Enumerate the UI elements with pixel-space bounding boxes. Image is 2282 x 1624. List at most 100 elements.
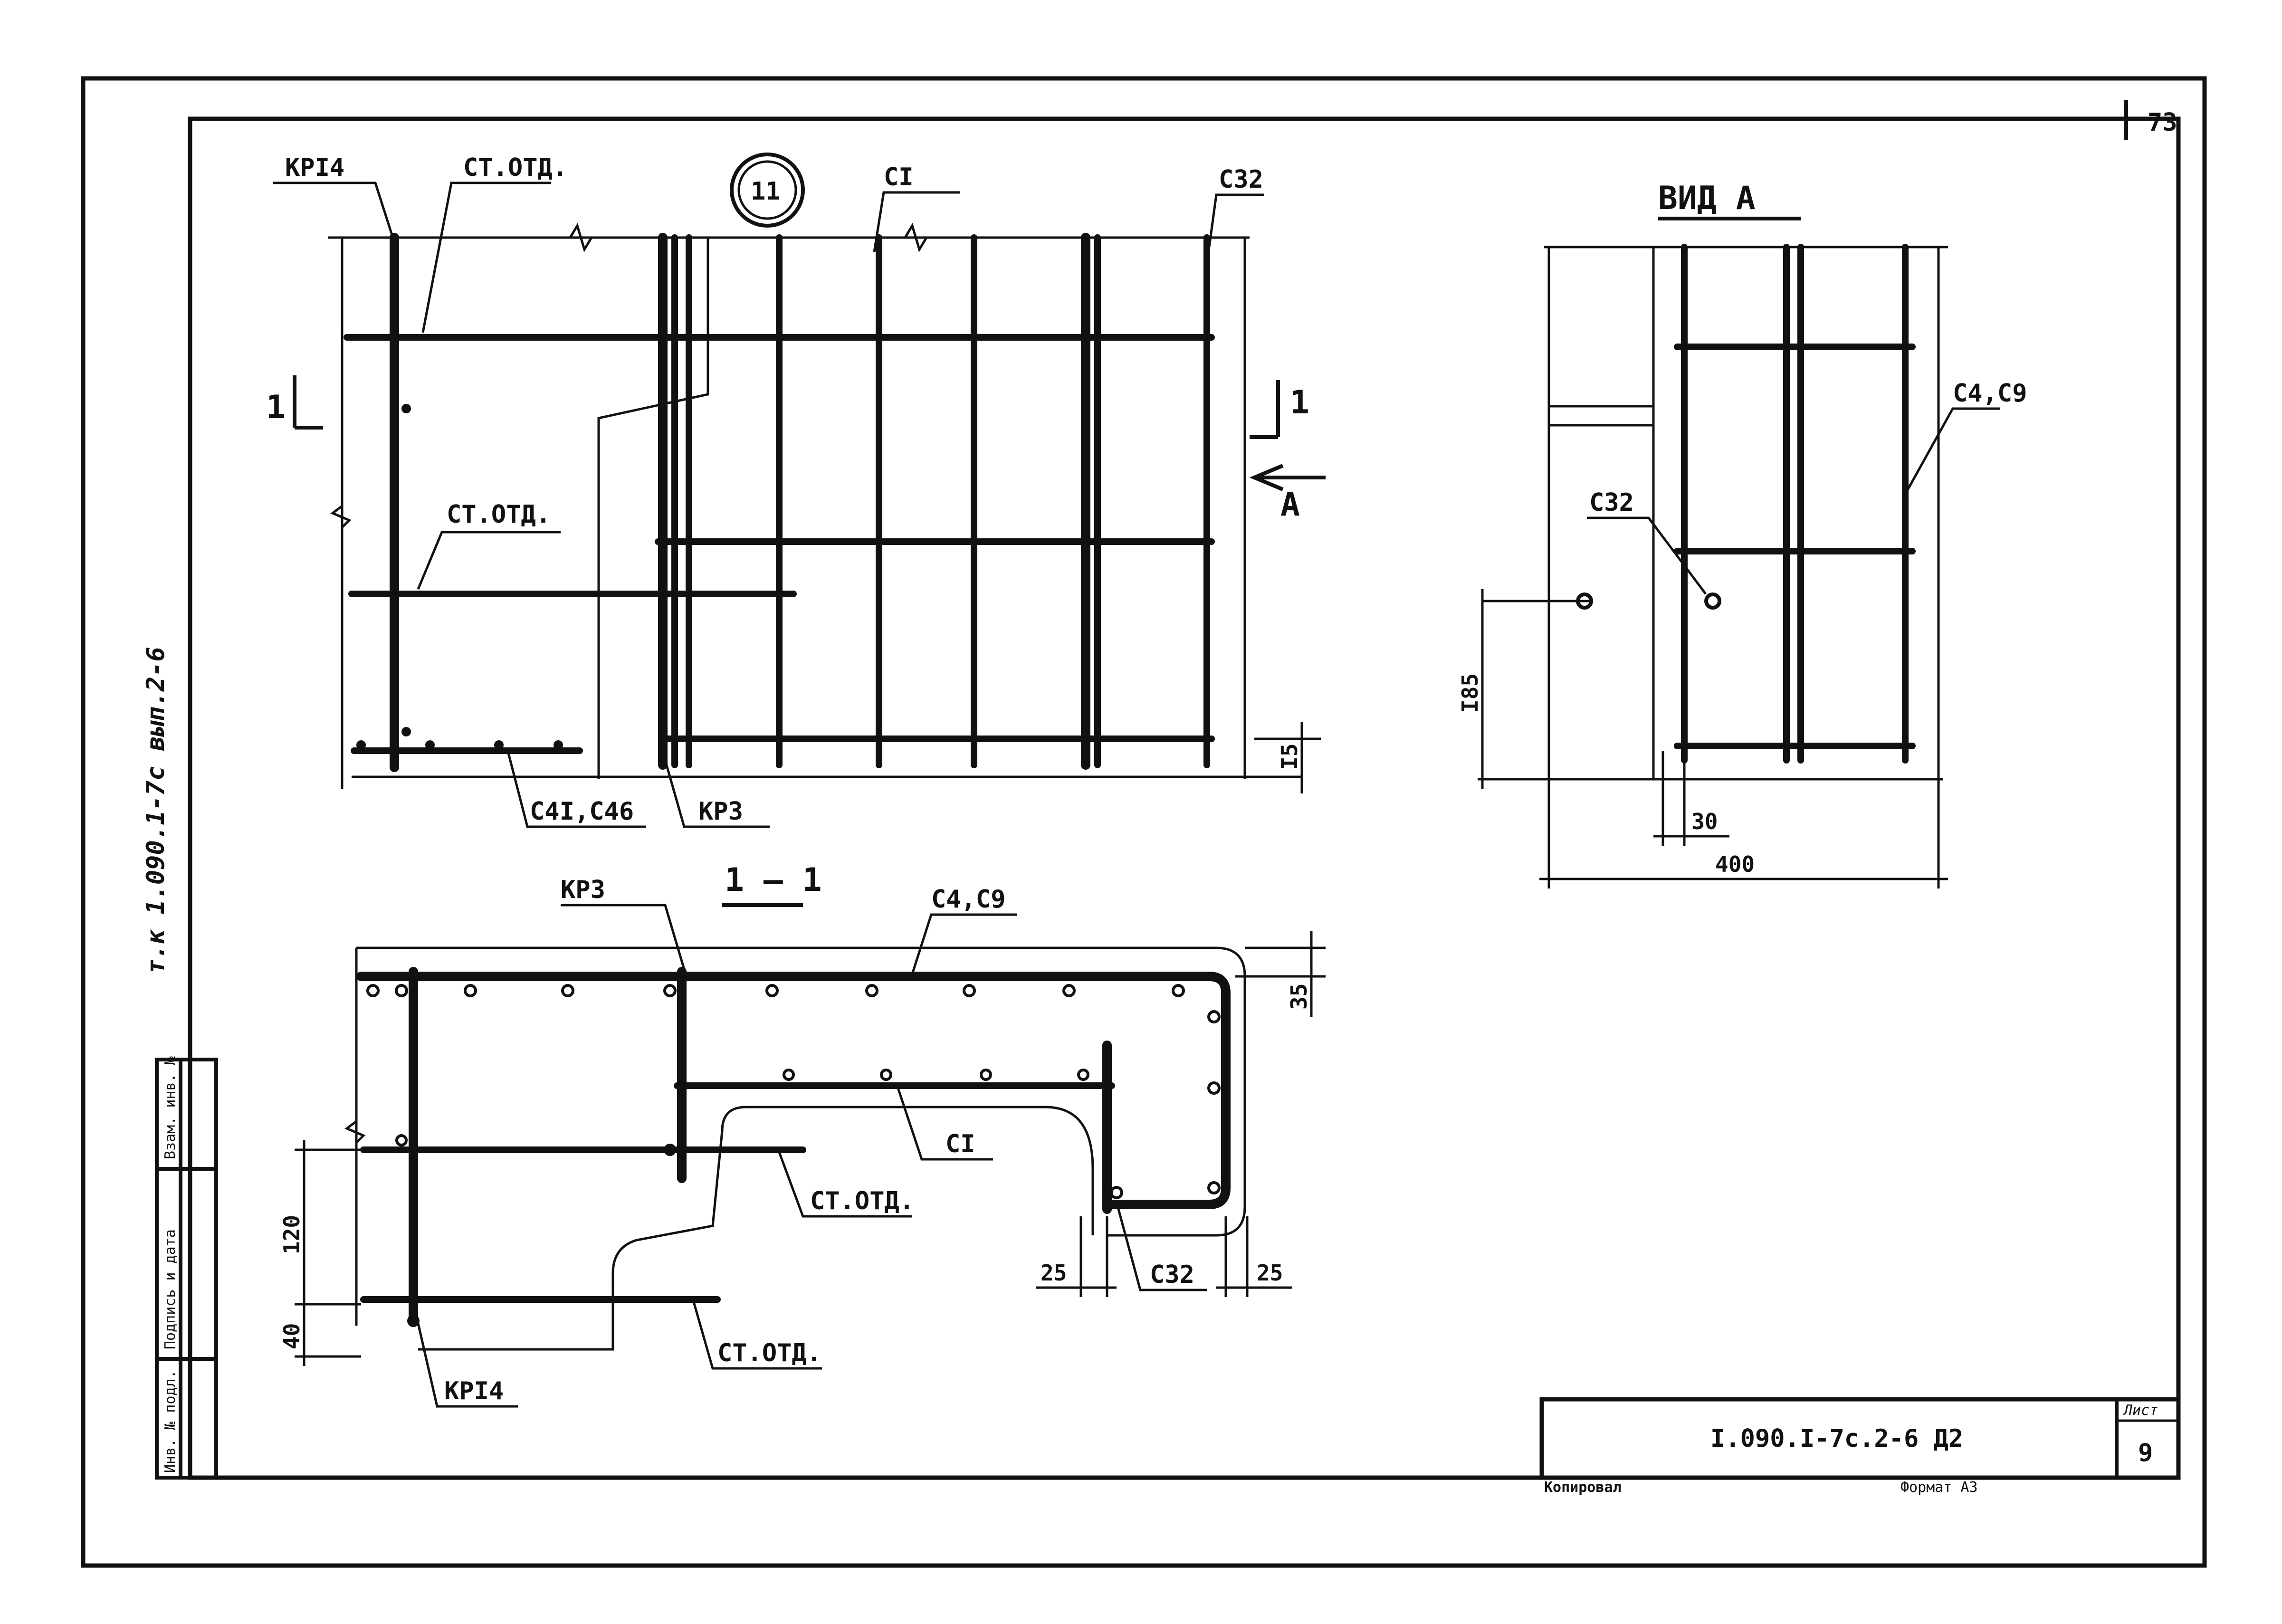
page-corner-number: 73 (2148, 108, 2177, 137)
leader-kr14 (273, 182, 396, 243)
label-st-otd-mid: СТ.ОТД. (447, 500, 551, 529)
label-sec-c32: С32 (1150, 1261, 1194, 1289)
node-circle-inner (737, 160, 797, 220)
node-circle (730, 153, 805, 228)
section-left-break (344, 1120, 366, 1144)
label-kr14: КРI4 (285, 153, 344, 182)
rebar-dot (880, 1069, 892, 1081)
side-note: т.к 1.090.1-7с вып.2-6 (142, 647, 170, 974)
rebar-dot (783, 1069, 795, 1081)
section-mark-right: 1 (1290, 384, 1309, 421)
rebar-dot (1207, 1010, 1221, 1023)
dim-15: I5 (1277, 744, 1302, 770)
doc-code: I.090.I-7c.2-6 Д2 (1710, 1424, 1963, 1453)
dim-185: I85 (1457, 673, 1483, 713)
outer-frame (81, 76, 2207, 1568)
label-st-otd-top: СТ.ОТД. (463, 153, 567, 182)
stamp-col-3: Взам. инв. № (162, 1056, 179, 1159)
label-sec-c1: СI (945, 1130, 975, 1158)
leader-c1-sec (897, 1088, 993, 1161)
rebar-dot (865, 984, 878, 997)
leader-vid-a-c4 (1904, 407, 2000, 495)
side-stamp: Инв. № подл. Подпись и дата Взам. инв. № (155, 1056, 218, 1480)
kr3-bracket (597, 238, 709, 779)
title-block: I.090.I-7c.2-6 Д2 Лист 9 Копировал Форма… (1539, 1397, 2181, 1496)
rebar-dot (366, 984, 380, 997)
leader-c4-sec (911, 913, 1017, 974)
title-block-box (1539, 1397, 2181, 1480)
vid-a-title: ВИД А (1658, 180, 1756, 217)
stamp-box (155, 1058, 218, 1480)
break-mark (904, 222, 928, 253)
label-vid-a-c4-c9: С4,С9 (1953, 379, 2027, 408)
section-mark-left: 1 (266, 389, 286, 426)
label-vid-a-c32: С32 (1589, 488, 1634, 517)
stamp-col-2: Подпись и дата (162, 1229, 179, 1349)
label-c32: С32 (1219, 165, 1263, 194)
rebar-dot (401, 727, 411, 736)
rebar-dot (1207, 1081, 1221, 1095)
rebar-dot (561, 984, 574, 997)
copied-label: Копировал (1544, 1479, 1622, 1496)
inner-frame (188, 116, 2181, 1480)
leader-vid-a-c32 (1587, 516, 1707, 595)
section-outline-inner (418, 1106, 1094, 1351)
label-sec-kr14: КРI4 (444, 1377, 504, 1405)
leader-c32-sec (1115, 1202, 1207, 1291)
sheet-label: Лист (2122, 1402, 2158, 1419)
label-c1: СI (884, 163, 914, 191)
dim-120: 120 (279, 1215, 305, 1254)
rebar-dot (765, 984, 779, 997)
rebar-dot (980, 1069, 992, 1081)
dim-30: 30 (1691, 809, 1718, 834)
leader-kr14-sec (417, 1323, 518, 1408)
rebar-dot (664, 1144, 676, 1156)
section-title: 1 — 1 (725, 861, 822, 899)
view-arrow-label: А (1280, 486, 1300, 524)
leader-c1 (873, 191, 960, 252)
rebar-dot (1062, 984, 1076, 997)
dim-25a: 25 (1041, 1260, 1067, 1286)
sheet-number: 9 (2138, 1439, 2153, 1467)
rebar-dot (1110, 1186, 1123, 1199)
rebar-dot (395, 984, 408, 997)
main-view: 11 (266, 153, 1326, 828)
leader-st-otd-mid (417, 531, 561, 590)
label-sec-st-otd-1: СТ.ОТД. (810, 1187, 914, 1215)
rebar-dot (663, 984, 677, 997)
rebar-dot (494, 740, 504, 750)
dim-400: 400 (1715, 851, 1755, 877)
leader-st-otd-2 (692, 1301, 822, 1370)
rebar-dot (1207, 1181, 1221, 1194)
rebar-dot (401, 404, 411, 413)
rebar-dot (1077, 1069, 1089, 1081)
view-arrow-head (1249, 464, 1284, 491)
rebar-dot (963, 984, 976, 997)
leader-kr3-sec (561, 904, 686, 970)
label-kr3: КР3 (698, 797, 743, 826)
rebar-dot (407, 1315, 420, 1327)
bar-c4-c9 (356, 972, 1231, 1209)
stamp-col-1: Инв. № подл. (162, 1370, 179, 1473)
section-1-1-view: 1 — 1 (279, 861, 1326, 1408)
rebar-dot (356, 740, 366, 750)
c32-marker (1704, 592, 1721, 610)
label-c41-c46: С4I,С46 (530, 797, 634, 826)
rebar-dot (395, 1134, 408, 1146)
rebar-dot (554, 740, 563, 750)
label-sec-c4-c9: С4,С9 (931, 885, 1006, 914)
leader-st-otd-top (421, 182, 551, 333)
rebar-dot (1172, 984, 1185, 997)
vid-a-view: ВИД А С32 С4,С9 I85 30 (1457, 180, 2027, 888)
dim-25b: 25 (1257, 1260, 1283, 1286)
c32-marker (1576, 592, 1593, 610)
dim-40: 40 (279, 1323, 305, 1349)
leader-c41 (507, 753, 646, 828)
leader-kr3 (664, 760, 770, 828)
node-number: 11 (751, 177, 781, 206)
rebar-dot (464, 984, 477, 997)
rebar-dot (425, 740, 435, 750)
label-sec-kr3: КР3 (561, 876, 605, 904)
dim-35: 35 (1286, 984, 1312, 1010)
